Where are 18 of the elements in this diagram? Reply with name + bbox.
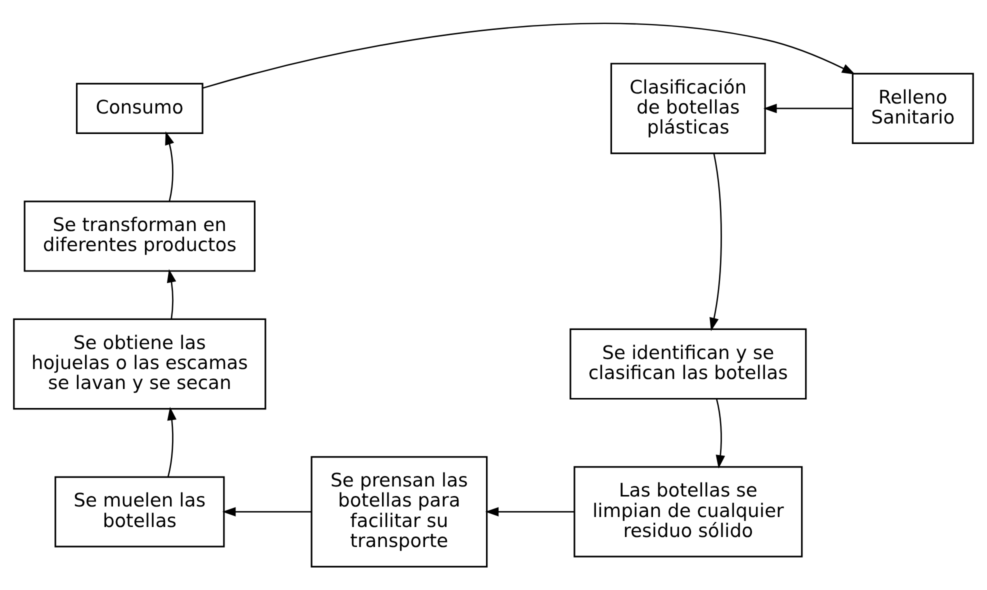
node-box: Se muelen las botellas: [54, 476, 225, 548]
arrow: [166, 269, 176, 320]
arrow: [202, 22, 856, 89]
arrow: [710, 154, 722, 332]
arrow: [222, 507, 312, 516]
node-box: Relleno Sanitario: [852, 72, 974, 144]
node-box: Se identifican y se clasifican las botellas: [570, 328, 807, 400]
arrow: [716, 398, 726, 469]
arrow: [167, 406, 177, 477]
node-box: Las botellas se limpian de cualquier residuo sólido: [574, 466, 803, 558]
node-box: Se obtiene las hojuelas o las escamas se lavan y se secan: [13, 318, 266, 410]
arrow: [165, 131, 174, 202]
arrow: [485, 507, 574, 516]
node-box: Consumo: [76, 82, 204, 134]
node-box: Se transforman en diferentes productos: [24, 200, 256, 272]
node-box: Clasificación de botellas plásticas: [610, 62, 766, 154]
arrow: [763, 104, 852, 114]
node-box: Se prensan las botellas para facilitar su transporte: [310, 456, 488, 568]
